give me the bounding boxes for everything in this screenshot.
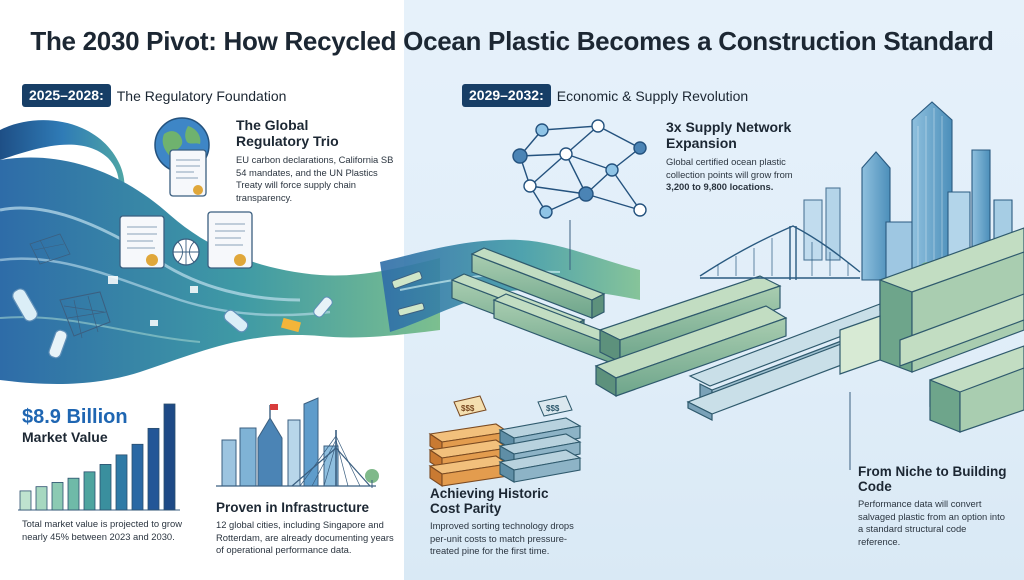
page-title: The 2030 Pivot: How Recycled Ocean Plast… <box>30 26 994 56</box>
market-bar-10 <box>163 403 176 511</box>
price-tag-left: $$$ <box>461 404 475 413</box>
phase-1-header: 2025–2028: The Regulatory Foundation <box>22 84 286 107</box>
certificate-icon <box>169 149 207 197</box>
document-icon-2 <box>207 211 253 269</box>
infrastructure-skyline-graphic <box>216 397 379 488</box>
plastic-lumber-stack-graphic <box>498 417 582 483</box>
cost-body: Improved sorting technology drops per-un… <box>430 520 574 557</box>
recycled-planks-graphic <box>450 247 788 398</box>
structural-blocks-graphic <box>839 227 1024 433</box>
price-tag-right-icon: $$$ <box>537 395 573 417</box>
cost-block: Achieving Historic Cost Parity Improved … <box>430 486 580 558</box>
infrastructure-block: Proven in Infrastructure 12 global citie… <box>216 500 396 557</box>
market-bar-5 <box>83 471 96 511</box>
price-tag-right: $$$ <box>546 404 560 413</box>
infrastructure-heading: Proven in Infrastructure <box>216 500 370 515</box>
code-heading: From Niche to Building Code <box>858 464 1007 495</box>
market-body: Total market value is projected to grow … <box>22 518 182 542</box>
document-icon <box>119 215 165 269</box>
market-bar-7 <box>115 454 128 511</box>
phase-1-label: The Regulatory Foundation <box>116 87 287 104</box>
supply-network-graphic <box>512 119 647 270</box>
supply-block: 3x Supply Network Expansion Global certi… <box>666 119 796 194</box>
market-growth-bars <box>18 403 180 511</box>
city-skyline-graphic <box>803 101 1013 281</box>
lumber-stack-graphic <box>428 423 510 488</box>
cost-heading: Achieving Historic Cost Parity <box>430 486 549 517</box>
code-body: Performance data will convert salvaged p… <box>858 498 1005 547</box>
phase-1-range: 2025–2028: <box>22 84 111 107</box>
market-label: Market Value <box>22 429 108 445</box>
regulatory-heading: The Global Regulatory Trio <box>236 117 339 149</box>
code-block: From Niche to Building Code Performance … <box>858 464 1008 548</box>
market-bar-2 <box>35 486 48 511</box>
market-value: $8.9 Billion <box>22 406 128 428</box>
supply-body: Global certified ocean plastic collectio… <box>666 156 793 180</box>
market-block: $8.9 Billion Market Value <box>22 406 162 446</box>
market-bar-3 <box>51 482 64 511</box>
globe-small-icon <box>172 238 200 266</box>
suspension-bridge-graphic <box>699 225 861 280</box>
market-bar-6 <box>99 464 112 511</box>
supply-highlight: 3,200 to 9,800 locations. <box>666 181 774 193</box>
phase-2-range: 2029–2032: <box>462 84 551 107</box>
supply-heading: 3x Supply Network Expansion <box>666 119 792 151</box>
phase-2-label: Economic & Supply Revolution <box>556 87 749 104</box>
market-bar-1 <box>19 490 32 511</box>
market-bar-8 <box>131 443 144 511</box>
phase-2-header: 2029–2032: Economic & Supply Revolution <box>462 84 748 107</box>
price-tag-left-icon: $$$ <box>453 395 487 417</box>
market-bar-9 <box>147 427 160 511</box>
regulatory-body: EU carbon declarations, California SB 54… <box>236 154 394 203</box>
regulatory-block: The Global Regulatory Trio EU carbon dec… <box>236 117 396 204</box>
market-bar-4 <box>67 477 80 511</box>
infrastructure-body: 12 global cities, including Singapore an… <box>216 519 394 556</box>
